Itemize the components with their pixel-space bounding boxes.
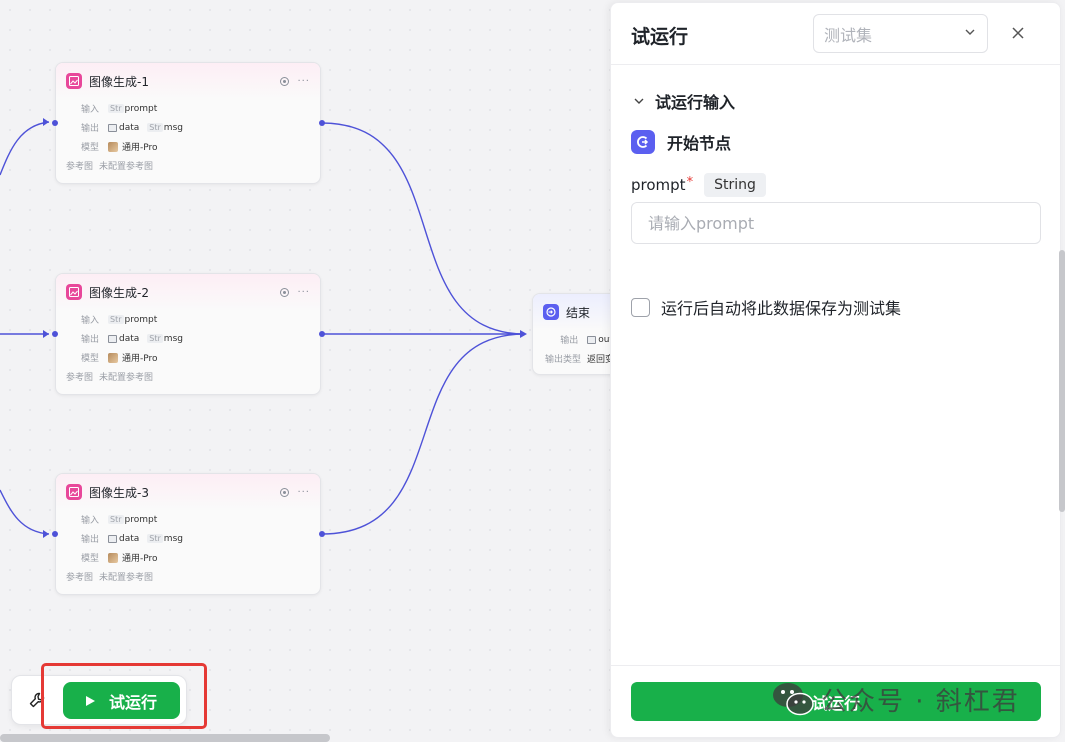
- edge-in-1: [0, 121, 50, 176]
- node-ref-row: 参考图 未配置参考图: [66, 373, 154, 383]
- panel-title: 试运行: [631, 26, 689, 48]
- arrow-end: [520, 330, 527, 338]
- image-type-icon: [587, 335, 597, 344]
- node-ref-row: 参考图 未配置参考图: [66, 573, 154, 583]
- node-1-out-port[interactable]: [319, 120, 325, 126]
- node-1-in-port[interactable]: [52, 120, 58, 126]
- model-avatar-icon: [108, 352, 118, 363]
- edge-1-end: [321, 122, 526, 335]
- test-run-button[interactable]: 试运行: [63, 682, 180, 719]
- prompt-input[interactable]: [631, 202, 1041, 244]
- panel-header: 试运行 测试集: [611, 3, 1060, 65]
- panel-test-run-label: 试运行: [811, 693, 860, 713]
- node-title: 结束: [566, 305, 591, 320]
- section-title: 试运行输入: [655, 93, 736, 112]
- model-avatar-icon: [108, 141, 118, 152]
- chevron-down-icon: [963, 24, 977, 43]
- node-header: 图像生成-1 ···: [56, 63, 320, 99]
- testset-placeholder: 测试集: [824, 25, 873, 45]
- node-header: 图像生成-2 ···: [56, 274, 320, 310]
- arrow-in-2: [43, 330, 49, 338]
- edge-in-3: [0, 489, 50, 535]
- node-3-in-port[interactable]: [52, 531, 58, 537]
- image-icon: [66, 73, 82, 89]
- horizontal-scrollbar[interactable]: [0, 734, 330, 742]
- close-icon[interactable]: [1008, 23, 1028, 43]
- save-testset-checkbox[interactable]: [631, 297, 650, 317]
- test-run-label: 试运行: [108, 692, 157, 712]
- save-testset-label: 运行后自动将此数据保存为测试集: [661, 299, 902, 318]
- canvas-toolbar: 试运行: [11, 675, 187, 725]
- field-type-tag: String: [704, 173, 766, 197]
- testset-select[interactable]: 测试集: [813, 14, 988, 53]
- edge-3-end: [321, 333, 526, 535]
- node-output-type-row: 输出类型 返回变: [544, 355, 615, 365]
- chevron-down-icon: [634, 98, 644, 104]
- test-run-panel: 试运行 测试集 试运行输入 开始节点 prompt * String 运行后自动…: [610, 2, 1061, 738]
- node-model-row: 模型 通用-Pro: [80, 552, 158, 564]
- end-icon: [543, 304, 559, 320]
- arrow-in-3: [43, 530, 49, 538]
- node-ref-row: 参考图 未配置参考图: [66, 162, 154, 172]
- model-avatar-icon: [108, 552, 118, 563]
- image-icon: [66, 484, 82, 500]
- node-header: 图像生成-3 ···: [56, 474, 320, 510]
- required-mark: *: [686, 174, 694, 190]
- image-icon: [66, 284, 82, 300]
- vertical-scrollbar[interactable]: [1059, 250, 1065, 512]
- image-type-icon: [108, 534, 117, 543]
- arrow-in-1: [43, 118, 49, 126]
- node-model-row: 模型 通用-Pro: [80, 141, 158, 153]
- section-test-input[interactable]: 试运行输入: [633, 89, 735, 113]
- more-icon[interactable]: ···: [297, 75, 310, 87]
- prompt-field-label: prompt * String: [631, 173, 766, 197]
- more-icon[interactable]: ···: [297, 286, 310, 298]
- more-icon[interactable]: ···: [297, 486, 310, 498]
- image-type-icon: [108, 123, 117, 132]
- node-title: 图像生成-3: [89, 485, 149, 500]
- wrench-icon[interactable]: [29, 692, 45, 712]
- node-title: 图像生成-1: [89, 74, 149, 89]
- node-2-out-port[interactable]: [319, 331, 325, 337]
- node-title: 图像生成-2: [89, 285, 149, 300]
- panel-footer-divider: [611, 665, 1060, 666]
- panel-test-run-button[interactable]: 试运行: [631, 682, 1041, 721]
- node-model-row: 模型 通用-Pro: [80, 352, 158, 364]
- image-type-icon: [108, 334, 117, 343]
- start-node-row: 开始节点: [631, 130, 731, 154]
- start-node-icon: [631, 130, 655, 154]
- play-icon: [85, 695, 95, 706]
- node-output-row: 输出 out: [560, 334, 613, 347]
- start-node-label: 开始节点: [667, 134, 732, 153]
- node-3-out-port[interactable]: [319, 531, 325, 537]
- field-name: prompt: [631, 176, 686, 194]
- node-2-in-port[interactable]: [52, 331, 58, 337]
- debug-icon[interactable]: [280, 487, 290, 497]
- save-testset-option[interactable]: 运行后自动将此数据保存为测试集: [631, 295, 901, 319]
- debug-icon[interactable]: [280, 76, 290, 86]
- debug-icon[interactable]: [280, 287, 290, 297]
